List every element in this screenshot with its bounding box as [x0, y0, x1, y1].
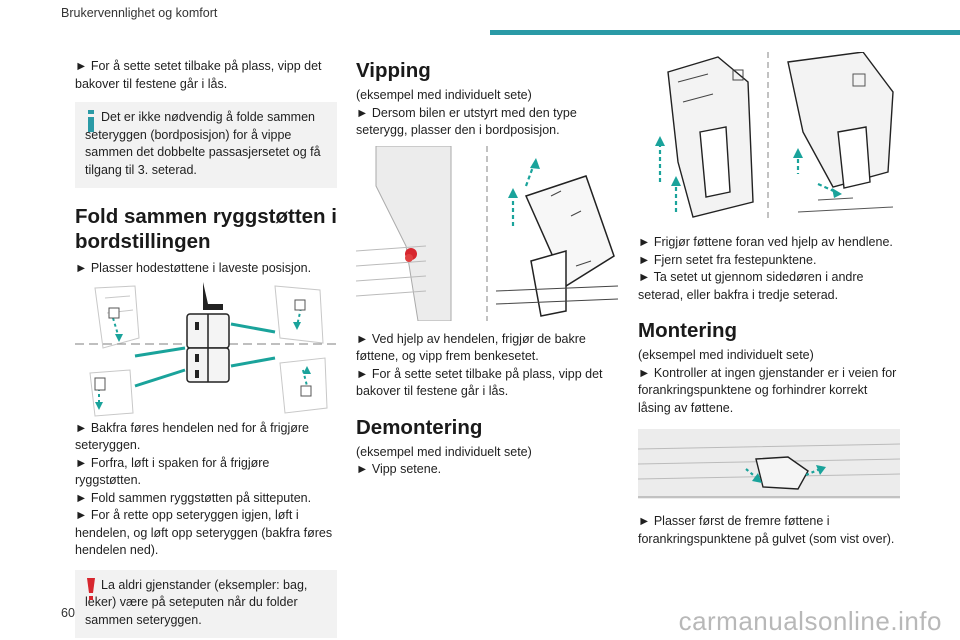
- column-middle: Vipping (eksempel med individuelt sete) …: [356, 58, 619, 479]
- remove-step-detach: ► Fjern setet fra festepunktene.: [638, 252, 817, 267]
- warning-note-text: La aldri gjenstander (eksempler: bag, le…: [85, 577, 308, 627]
- column-right: ► Frigjør føttene foran ved hjelp av hen…: [638, 52, 900, 548]
- running-header: Brukervennlighet og komfort: [61, 6, 218, 20]
- step-release-backrest: ► Bakfra føres hendelen ned for å frigjø…: [75, 420, 310, 453]
- info-note: Det er ikke nødvendig å folde sammen set…: [75, 102, 337, 188]
- section-heading-table-position: Fold sammen ryggstøtten i bordstillingen: [75, 205, 337, 253]
- header-accent-bar: [490, 30, 960, 35]
- remove-subtitle: (eksempel med individuelt sete): [356, 444, 532, 459]
- info-note-text: Det er ikke nødvendig å folde sammen set…: [85, 110, 321, 177]
- install-step-check: ► Kontroller at ingen gjenstander er i v…: [638, 365, 897, 415]
- remove-step-take-out: ► Ta setet ut gjennom sidedøren i andre …: [638, 270, 864, 302]
- seat-install-illustration: [638, 429, 900, 499]
- column-left: ► For å sette setet tilbake på plass, vi…: [75, 58, 337, 638]
- watermark: carmanualsonline.info: [678, 606, 942, 636]
- tilt-step-table-position: ► Dersom bilen er utstyrt med den type s…: [356, 105, 577, 138]
- remove-step-tilt: ► Vipp setene.: [356, 462, 442, 476]
- info-icon: [88, 110, 94, 132]
- warning-note: La aldri gjenstander (eksempler: bag, le…: [75, 569, 337, 638]
- install-step-front-feet: ► Plasser først de fremre føttene i fora…: [638, 514, 895, 546]
- intro-text: ► For å sette setet tilbake på plass, vi…: [75, 59, 322, 91]
- section-heading-tilt: Vipping: [356, 59, 431, 82]
- remove-step-release-front: ► Frigjør føttene foran ved hjelp av hen…: [638, 235, 893, 249]
- tilt-subtitle: (eksempel med individuelt sete): [356, 88, 532, 102]
- step-headrests: ► Plasser hodestøttene i laveste posisjo…: [75, 261, 312, 275]
- section-heading-install: Montering: [638, 319, 738, 342]
- section-heading-remove: Demontering: [356, 415, 483, 439]
- warning-icon: [87, 577, 95, 600]
- install-subtitle: (eksempel med individuelt sete): [638, 348, 814, 362]
- seat-fold-illustration: [75, 277, 337, 418]
- step-fold-backrest: ► Fold sammen ryggstøtten på sitteputen.: [75, 490, 312, 505]
- step-raise-backrest: ► For å rette opp seteryggen igjen, løft…: [75, 508, 333, 557]
- tilt-step-return-seat: ► For å sette setet tilbake på plass, vi…: [356, 366, 603, 399]
- seat-tilt-illustration: [356, 145, 619, 321]
- seat-remove-illustration: [638, 52, 900, 222]
- page-number: 60: [61, 606, 75, 620]
- step-lift-lever: ► Forfra, løft i spaken for å frigjøre r…: [75, 455, 270, 488]
- tilt-step-release-feet: ► Ved hjelp av hendelen, frigjør de bakr…: [356, 331, 586, 364]
